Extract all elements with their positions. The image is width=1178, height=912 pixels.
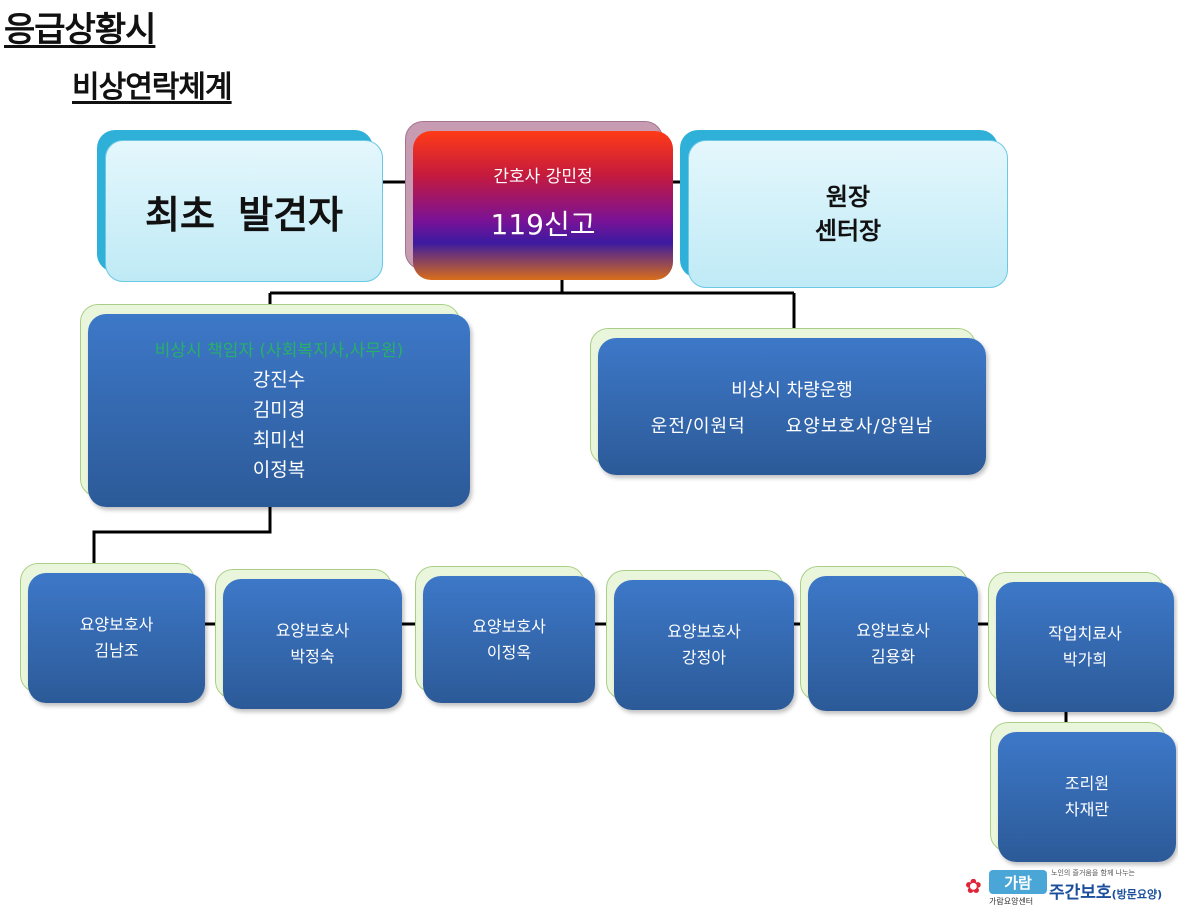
center-logo: ✿ 가람 가람요양센터 노인의 즐거움을 함께 나누는 주간보호(방문요양)	[965, 866, 1170, 908]
worker-name: 박가희	[1062, 650, 1108, 669]
worker-role: 요양보호사	[275, 621, 350, 640]
vehicle-driver: 운전/이원덕	[650, 415, 746, 437]
flower-icon: ✿	[965, 874, 982, 898]
nurse-action: 119신고	[490, 208, 596, 241]
vehicle-caregiver: 요양보호사/양일남	[785, 415, 934, 437]
worker-name: 차재란	[1064, 800, 1110, 819]
worker-name: 강정아	[681, 648, 727, 667]
worker-node: 요양보호사 김남조	[20, 563, 205, 703]
worker-node: 조리원 차재란	[990, 722, 1176, 862]
worker-role: 작업치료사	[1048, 624, 1122, 643]
nurse-node: 간호사 강민정 119신고	[405, 121, 673, 280]
worker-node: 작업치료사 박가희	[988, 572, 1174, 712]
logo-slogan: 노인의 즐거움을 함께 나누는	[1051, 869, 1135, 877]
director-node: 원장 센터장	[680, 130, 1008, 288]
vehicle-title: 비상시 차량운행	[731, 379, 853, 401]
worker-role: 요양보호사	[472, 616, 546, 636]
worker-node: 요양보호사 박정숙	[215, 569, 402, 709]
page-subtitle: 비상연락체계	[72, 70, 233, 105]
emergency-officer-name: 강진수	[252, 369, 306, 391]
emergency-officer-name: 최미선	[252, 429, 306, 451]
logo-center-name: 가람요양센터	[989, 897, 1034, 906]
vehicle-staff: 운전/이원덕 요양보호사/양일남	[651, 412, 933, 438]
worker-name: 김남조	[94, 641, 139, 660]
center-head-title: 센터장	[814, 217, 882, 245]
connector-emergency-workers	[92, 507, 272, 575]
emergency-officer-name: 김미경	[252, 399, 306, 421]
first-finder-node: 최초 발견자	[97, 130, 383, 282]
logo-service: 주간보호(방문요양)	[1049, 878, 1162, 903]
worker-node: 요양보호사 이정옥	[415, 566, 595, 703]
logo-service-sub: (방문요양)	[1111, 888, 1163, 901]
emergency-officer-name: 이정복	[252, 459, 306, 481]
worker-role: 조리원	[1064, 774, 1110, 793]
worker-role: 요양보호사	[79, 615, 154, 634]
logo-mark: 가람	[989, 870, 1047, 894]
worker-role: 요양보호사	[667, 622, 741, 641]
page-title: 응급상황시	[4, 10, 156, 50]
emergency-officer-node: 비상시 책임자 (사회복지사,사무원) 강진수 김미경 최미선 이정복	[80, 304, 470, 507]
worker-name: 김용화	[870, 646, 916, 666]
logo-service-main: 주간보호	[1049, 883, 1112, 903]
emergency-officer-header: 비상시 책임자 (사회복지사,사무원)	[154, 341, 404, 361]
worker-node: 요양보호사 강정아	[606, 570, 794, 710]
vehicle-node: 비상시 차량운행 운전/이원덕 요양보호사/양일남	[590, 328, 986, 475]
worker-node: 요양보호사 김용화	[800, 566, 978, 711]
nurse-name: 간호사 강민정	[493, 167, 593, 187]
first-finder-label: 최초 발견자	[144, 192, 344, 237]
worker-role: 요양보호사	[856, 620, 930, 640]
director-title: 원장	[825, 183, 871, 211]
worker-name: 박정숙	[290, 647, 335, 666]
worker-name: 이정옥	[486, 642, 532, 662]
